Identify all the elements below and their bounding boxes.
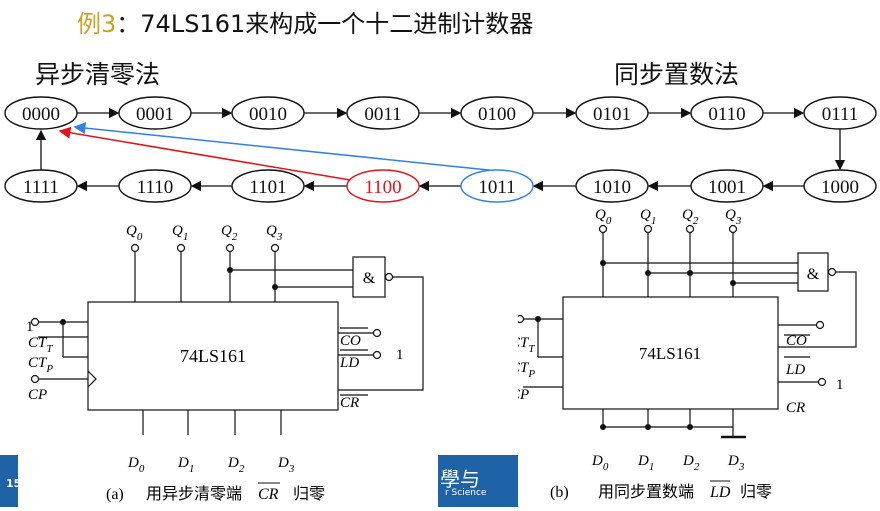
d3-label-b: D3 (727, 453, 745, 473)
footer-subtitle: r Science (445, 488, 487, 498)
circuit-b-diagram: 74LS161 & 1 1 CO LD CR CTT CTP CP Q0 Q1 … (508, 207, 857, 501)
state-node-1111 (4, 169, 78, 203)
state-node-1000 (803, 169, 877, 203)
state-node-1000-label: 1000 (821, 177, 859, 198)
ld-pin-a: LD (339, 355, 359, 371)
d2-label-a: D2 (227, 455, 245, 475)
state-node-0000-label: 0000 (22, 104, 60, 125)
title-text: ：74LS161来构成一个十二进制计数器 (116, 10, 534, 38)
state-node-0001 (118, 96, 192, 130)
state-node-0010-label: 0010 (249, 104, 287, 125)
one-left-a: 1 (26, 319, 34, 335)
d3-label-a: D3 (277, 455, 295, 475)
d1-label-a: D1 (177, 455, 194, 475)
ctt-pin-b: CTT (518, 335, 535, 355)
state-node-1101 (231, 169, 305, 203)
state-node-0111 (803, 96, 877, 130)
state-node-1011 (460, 169, 534, 203)
sync-load-arrow (73, 122, 499, 172)
cp-pin-b: CP (518, 387, 529, 403)
caption-tag-a: (a) (106, 486, 124, 503)
state-node-0100 (460, 96, 534, 130)
q3-label-b: Q3 (725, 207, 742, 227)
state-node-0010 (231, 96, 305, 130)
state-node-0000 (4, 96, 78, 130)
page-title: 例3：74LS161来构成一个十二进制计数器 (77, 4, 533, 39)
state-node-1101-label: 1101 (249, 177, 286, 198)
ctt-pin-a: CTT (28, 335, 53, 355)
ld-pin-b: LD (785, 362, 805, 378)
state-node-0011 (346, 96, 420, 130)
state-node-1110-label: 1110 (137, 177, 174, 198)
caption-text-b: 用同步置数端 (598, 483, 694, 501)
cr-pin-a: CR (340, 395, 359, 411)
chip-label-b: 74LS161 (639, 344, 701, 363)
caption-sig-b: LD (709, 484, 731, 501)
state-node-1100 (346, 169, 420, 203)
cp-pin-a: CP (28, 387, 47, 403)
state-node-0011-label: 0011 (364, 104, 401, 125)
footer-logo: 學与 (440, 467, 480, 491)
caption-text-a: 用异步清零端 (146, 485, 242, 503)
caption-tag-b: (b) (550, 484, 569, 501)
method-label-async: 异步清零法 (35, 60, 161, 89)
co-pin-b: CO (786, 333, 807, 349)
caption-sig-a: CR (258, 486, 279, 503)
chip-box-a (87, 301, 339, 411)
co-pin-a: CO (340, 333, 361, 349)
d2-label-b: D2 (682, 453, 700, 473)
caption-end-b: 归零 (740, 483, 772, 501)
example-label: 例3 (77, 10, 117, 38)
q0-label-b: Q0 (595, 207, 612, 227)
state-node-1100-label: 1100 (364, 177, 401, 198)
q2-label-a: Q2 (221, 223, 238, 243)
d0-label-b: D0 (591, 453, 609, 473)
cr-pin-b: CR (786, 400, 805, 416)
async-clear-arrow (58, 126, 357, 182)
method-label-sync: 同步置数法 (614, 60, 740, 89)
state-node-1011-label: 1011 (478, 177, 515, 198)
state-node-1111-label: 1111 (23, 177, 59, 198)
state-node-1010 (575, 169, 649, 203)
state-node-0111-label: 0111 (822, 104, 859, 125)
q2-label-b: Q2 (682, 207, 699, 227)
state-diagram: 0000 0001 0010 0011 0100 0101 0110 0111 1111 111… (4, 96, 877, 203)
state-node-1110 (118, 169, 192, 203)
circuit-a-panel: 74LS161 & 1 1 CO LD CR CTT CTP CP Q0 Q1 … (18, 207, 438, 507)
and-gate-a: & (363, 270, 376, 287)
state-node-0110 (690, 96, 764, 130)
one-right-a: 1 (396, 347, 404, 363)
and-gate-b: & (807, 266, 820, 283)
q1-label-a: Q1 (172, 223, 188, 243)
chip-box-b (562, 296, 779, 410)
state-node-0101 (575, 96, 649, 130)
q3-label-a: Q3 (266, 223, 283, 243)
d0-label-a: D0 (127, 455, 145, 475)
q0-label-a: Q0 (126, 223, 143, 243)
d1-label-b: D1 (637, 453, 654, 473)
state-node-1010-label: 1010 (593, 177, 631, 198)
page-number: 15 (6, 477, 22, 490)
state-node-0110-label: 0110 (708, 104, 745, 125)
ctp-pin-b: CTP (518, 360, 535, 380)
ctp-pin-a: CTP (28, 355, 53, 375)
one-right-b: 1 (836, 377, 844, 393)
state-node-1001 (690, 169, 764, 203)
q1-label-b: Q1 (640, 207, 656, 227)
caption-end-a: 归零 (293, 485, 325, 503)
circuit-b-panel: 74LS161 & 1 1 CO LD CR CTT CTP CP Q0 Q1 … (508, 207, 880, 507)
state-node-0100-label: 0100 (478, 104, 516, 125)
circuit-a-diagram: 74LS161 & 1 1 CO LD CR CTT CTP CP Q0 Q1 … (26, 223, 424, 503)
state-node-0001-label: 0001 (136, 104, 174, 125)
state-node-0101-label: 0101 (593, 104, 631, 125)
state-node-1001-label: 1001 (708, 177, 746, 198)
chip-label-a: 74LS161 (180, 346, 246, 366)
